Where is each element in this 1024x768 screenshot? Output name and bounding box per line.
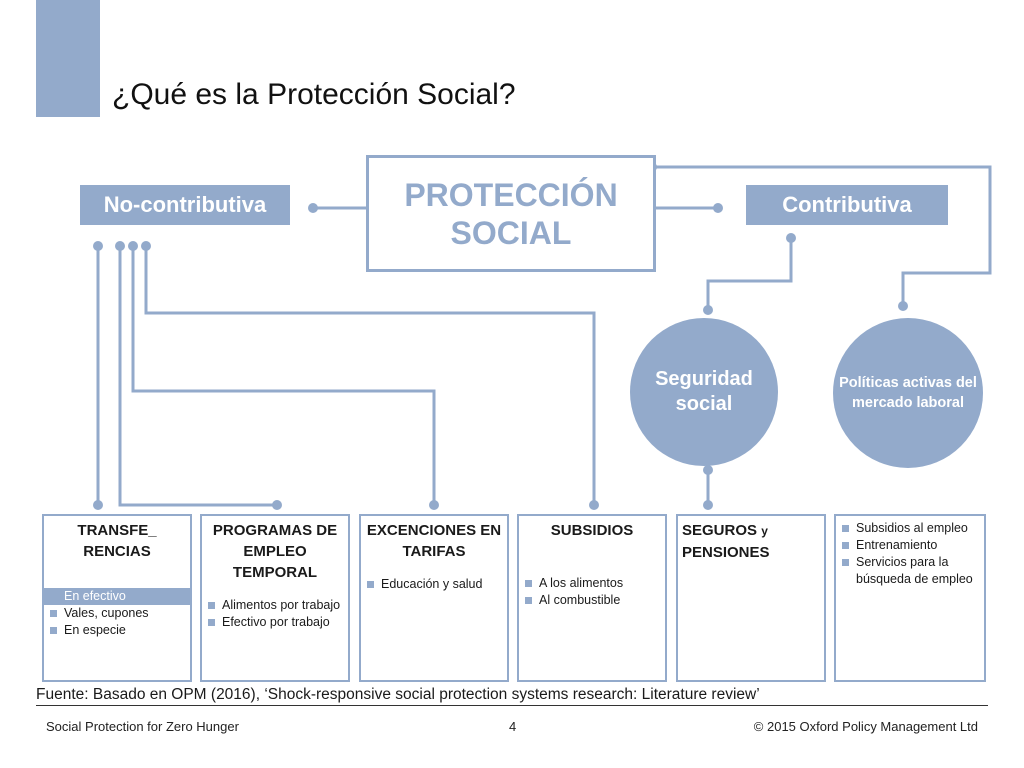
list-item: Entrenamiento — [840, 537, 980, 554]
connector-programas — [118, 246, 277, 507]
source-divider — [36, 705, 988, 706]
list-item: Al combustible — [523, 592, 661, 609]
connector-dot — [703, 465, 713, 475]
column-list: Alimentos por trabajo Efectivo por traba… — [206, 597, 344, 631]
column-list: Educación y salud — [365, 576, 503, 593]
accent-bar — [36, 0, 100, 117]
slide-title: ¿Qué es la Protección Social? — [112, 78, 516, 111]
connector-dot — [429, 500, 439, 510]
column-list: En efectivo Vales, cupones En especie — [44, 588, 190, 639]
connector-dot — [308, 203, 318, 213]
column-politicas: Subsidios al empleo Entrenamiento Servic… — [834, 514, 986, 682]
column-title-small: y — [761, 524, 768, 538]
connector-subsidios — [144, 246, 596, 505]
connector-dot — [272, 500, 282, 510]
list-item: Subsidios al empleo — [840, 520, 980, 537]
column-subsidios: SUBSIDIOS A los alimentos Al combustible — [517, 514, 667, 682]
column-title-main: SEGUROS — [682, 522, 758, 539]
list-item: Alimentos por trabajo — [206, 597, 344, 614]
list-item: En especie — [48, 622, 186, 639]
source-note: Fuente: Basado en OPM (2016), ‘Shock-res… — [36, 686, 760, 703]
list-item: Vales, cupones — [48, 605, 186, 622]
connector-dot — [703, 305, 713, 315]
list-item: Educación y salud — [365, 576, 503, 593]
column-list: A los alimentos Al combustible — [523, 575, 661, 609]
proteccion-social-label: PROTECCIÓN SOCIAL — [404, 176, 618, 251]
column-title: EXCENCIONES EN TARIFAS — [366, 522, 502, 560]
politicas-activas-label: Políticas activas del mercado laboral — [839, 375, 977, 411]
list-item: En efectivo — [44, 588, 190, 605]
footer-page-number: 4 — [509, 719, 517, 734]
column-list: Subsidios al empleo Entrenamiento Servic… — [840, 520, 980, 588]
column-seguros: SEGUROS y PENSIONES — [676, 514, 826, 682]
footer-left: Social Protection for Zero Hunger — [46, 719, 239, 734]
connector-policies — [652, 165, 992, 306]
seguridad-social-circle: Seguridad social — [630, 318, 778, 466]
connector-dot — [589, 500, 599, 510]
connector-security — [706, 238, 793, 310]
connector-dot — [898, 301, 908, 311]
column-transferencias: TRANSFE_ RENCIAS En efectivo Vales, cupo… — [42, 514, 192, 682]
column-title-rest: PENSIONES — [682, 544, 770, 561]
connector-dot — [115, 241, 125, 251]
list-item: A los alimentos — [523, 575, 661, 592]
column-excenciones: EXCENCIONES EN TARIFAS Educación y salud — [359, 514, 509, 682]
footer-right: © 2015 Oxford Policy Management Ltd — [753, 719, 978, 734]
connector-dot — [141, 241, 151, 251]
politicas-activas-circle: Políticas activas del mercado laboral — [833, 318, 983, 468]
connector-dot — [786, 233, 796, 243]
connector-dot — [93, 241, 103, 251]
connector-dot — [128, 241, 138, 251]
column-title: SEGUROS y PENSIONES — [682, 520, 820, 563]
list-item: Efectivo por trabajo — [206, 614, 344, 631]
proteccion-social-box: PROTECCIÓN SOCIAL — [366, 155, 656, 272]
connector-excenciones — [131, 246, 436, 505]
column-title: PROGRAMAS DE EMPLEO TEMPORAL — [212, 522, 338, 581]
connector-dot — [713, 203, 723, 213]
list-item: Servicios para la búsqueda de empleo — [840, 554, 980, 588]
seguridad-social-label: Seguridad social — [655, 368, 753, 415]
column-title: SUBSIDIOS — [550, 522, 634, 539]
contributiva-label: Contributiva — [746, 185, 948, 225]
connector-dot — [93, 500, 103, 510]
column-title: TRANSFE_ RENCIAS — [77, 522, 157, 560]
no-contributiva-label: No-contributiva — [80, 185, 290, 225]
column-programas: PROGRAMAS DE EMPLEO TEMPORAL Alimentos p… — [200, 514, 350, 682]
connector-dot — [703, 500, 713, 510]
